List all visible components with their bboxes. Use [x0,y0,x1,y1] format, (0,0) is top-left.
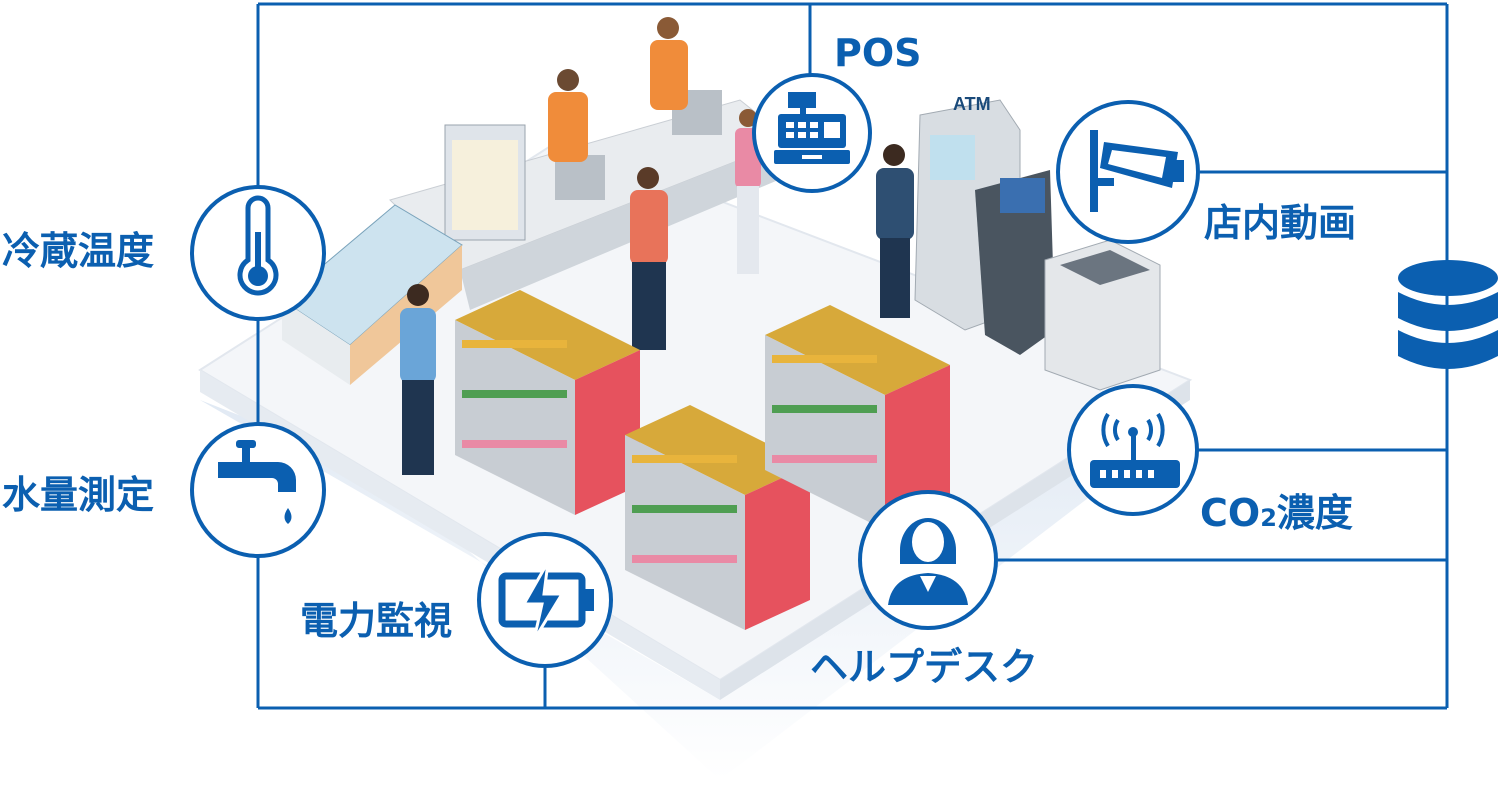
store-scene: ATM [198,17,1193,780]
water-node[interactable] [190,422,326,558]
co2-label-suffix: 濃度 [1276,491,1353,535]
power-label: 電力監視 [300,599,453,643]
cash-register-icon [774,92,850,164]
staff-person-2 [650,17,688,110]
thermometer-icon [237,195,279,296]
faucet-icon [218,440,296,524]
customer-3 [876,144,914,318]
shelf-1 [455,290,640,515]
register-1 [555,155,605,200]
atm-sign: ATM [953,94,991,114]
video-node[interactable] [1056,100,1200,244]
co2-node[interactable] [1067,384,1199,516]
shelf-3 [765,305,950,530]
battery-charging-icon [498,561,594,641]
shelf-2 [625,405,810,630]
staff-person-1 [548,69,588,162]
counter-front [460,140,790,310]
customer-4 [400,284,436,475]
operator-icon [888,518,968,605]
video-label: 店内動画 [1204,201,1357,245]
temperature-label: 冷蔵温度 [2,229,155,273]
water-label: 水量測定 [2,473,155,517]
customer-1 [630,167,668,350]
co2-label-prefix: CO [1200,491,1261,535]
security-camera-icon [1090,130,1184,212]
copy-machine [1044,239,1161,391]
database-icon[interactable] [1398,260,1498,369]
kiosk-terminal [975,170,1055,355]
helpdesk-label: ヘルプデスク [810,645,1039,689]
pos-node[interactable] [752,73,872,193]
co2-label-sub: 2 [1260,504,1277,532]
pos-label: POS [834,31,922,75]
helpdesk-node[interactable] [858,490,998,630]
co2-label: CO2濃度 [1200,494,1353,532]
temperature-node[interactable] [190,185,326,321]
power-node[interactable] [477,532,613,668]
router-icon [1090,412,1180,488]
